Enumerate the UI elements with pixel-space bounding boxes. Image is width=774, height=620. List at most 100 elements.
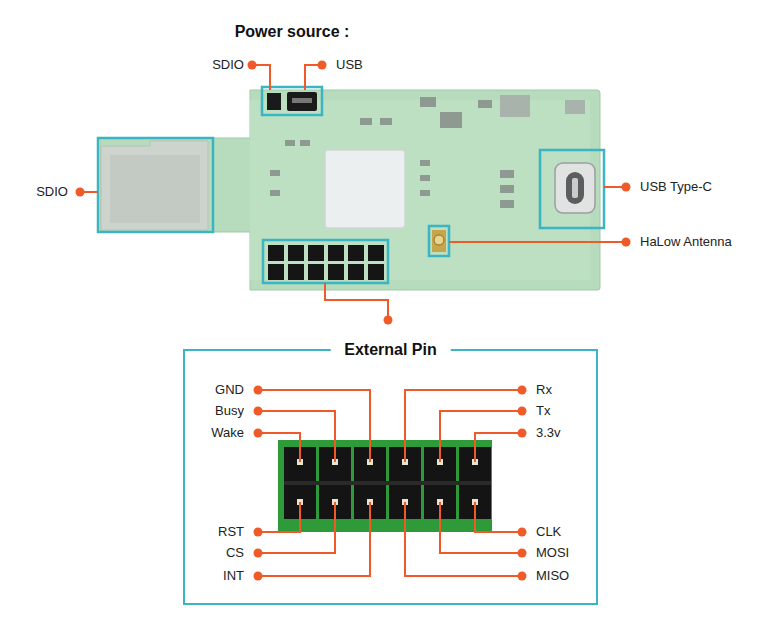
section-heading: Power source : [235, 24, 350, 40]
header-detail [278, 440, 492, 532]
leader-dot [518, 407, 527, 416]
highlight-frame [263, 240, 388, 283]
pin-header [368, 245, 384, 261]
pin-name: CLK [536, 524, 561, 540]
highlight-frame [262, 87, 322, 115]
leader-line [258, 502, 335, 553]
pin-header [348, 245, 364, 261]
antenna-connector [434, 235, 444, 245]
leader-line [305, 65, 322, 90]
leader-dot [254, 407, 263, 416]
leader-dot [76, 61, 631, 325]
antenna-connector [432, 230, 446, 252]
leader-line [80, 65, 626, 320]
pin-header [268, 264, 284, 280]
leader-dot [254, 386, 527, 581]
pin-header [368, 264, 384, 280]
leader-line [475, 502, 522, 532]
leader-dot [254, 429, 263, 438]
pin-header [268, 245, 284, 261]
pin-header [288, 245, 304, 261]
highlight-frame [429, 226, 449, 256]
leader-dot [518, 528, 527, 537]
pin-name: 3.3v [536, 425, 561, 441]
rf-shield [325, 150, 405, 228]
leader-dot [622, 183, 631, 192]
leader-line [440, 411, 522, 462]
leader-dot [384, 316, 393, 325]
smd-components [300, 140, 310, 146]
leader-dot [254, 528, 263, 537]
smd-components [440, 112, 462, 128]
pin-header [308, 245, 324, 261]
leader-line [325, 283, 388, 320]
leader-dot [622, 238, 631, 247]
smd-components [270, 190, 280, 196]
leader-dot [254, 572, 263, 581]
pin-name: MISO [536, 568, 569, 584]
pin-name: INT [223, 568, 244, 584]
power-jumper [267, 93, 281, 110]
pin-name: GND [215, 382, 244, 398]
highlight-frame [98, 138, 213, 232]
pin-name: Rx [536, 382, 552, 398]
smd-components [360, 118, 372, 125]
pin-name: Tx [536, 403, 550, 419]
pcb-board [100, 90, 600, 290]
smd-components [270, 95, 585, 208]
leader-dot [248, 61, 257, 70]
usb-c-port [566, 172, 584, 204]
sd-contacts [110, 155, 200, 223]
pcb-board [100, 90, 600, 290]
leader-line [405, 502, 522, 576]
smd-components [500, 185, 514, 193]
smd-components [500, 200, 514, 208]
leader-line [449, 241, 626, 243]
smd-components [478, 100, 492, 108]
smd-components [420, 190, 430, 196]
callout-label: HaLow Antenna [640, 234, 732, 250]
leader-line [440, 502, 522, 553]
pin-name: RST [218, 524, 244, 540]
pin-header [268, 245, 384, 280]
smd-components [420, 175, 430, 181]
leader-line [252, 65, 270, 90]
sd-contacts [101, 141, 208, 230]
smd-components [270, 170, 280, 176]
leader-dot [254, 549, 263, 558]
leader-line [258, 390, 370, 462]
smd-components [500, 170, 514, 178]
callout-label: SDIO [36, 184, 68, 200]
leader-dot [518, 549, 527, 558]
leader-dot [518, 429, 527, 438]
power-jumper [292, 98, 312, 103]
smd-components [420, 97, 436, 107]
leader-dot [254, 386, 263, 395]
power-jumper [267, 92, 317, 111]
header-detail [278, 440, 492, 532]
leader-line [258, 502, 370, 576]
leader-line [258, 411, 335, 462]
header-detail [284, 481, 491, 485]
sd-contacts [101, 141, 208, 230]
smd-components [380, 118, 392, 125]
leader-dot [518, 572, 527, 581]
pin-name: Wake [211, 425, 244, 441]
leader-line [258, 433, 300, 462]
leader-line [475, 433, 522, 462]
callout-label: SDIO [212, 57, 244, 73]
pin-header [308, 264, 324, 280]
usb-c-port [555, 163, 595, 213]
detail-panel: External Pin [183, 349, 598, 605]
leader-line [258, 502, 300, 532]
power-jumper [287, 92, 317, 111]
pin-header [288, 264, 304, 280]
usb-c-port [555, 163, 595, 213]
pin-header [328, 264, 344, 280]
antenna-connector [432, 230, 446, 252]
smd-components [285, 140, 295, 146]
leader-dot [318, 61, 327, 70]
panel-heading: External Pin [330, 340, 450, 360]
usb-c-port [572, 178, 578, 198]
